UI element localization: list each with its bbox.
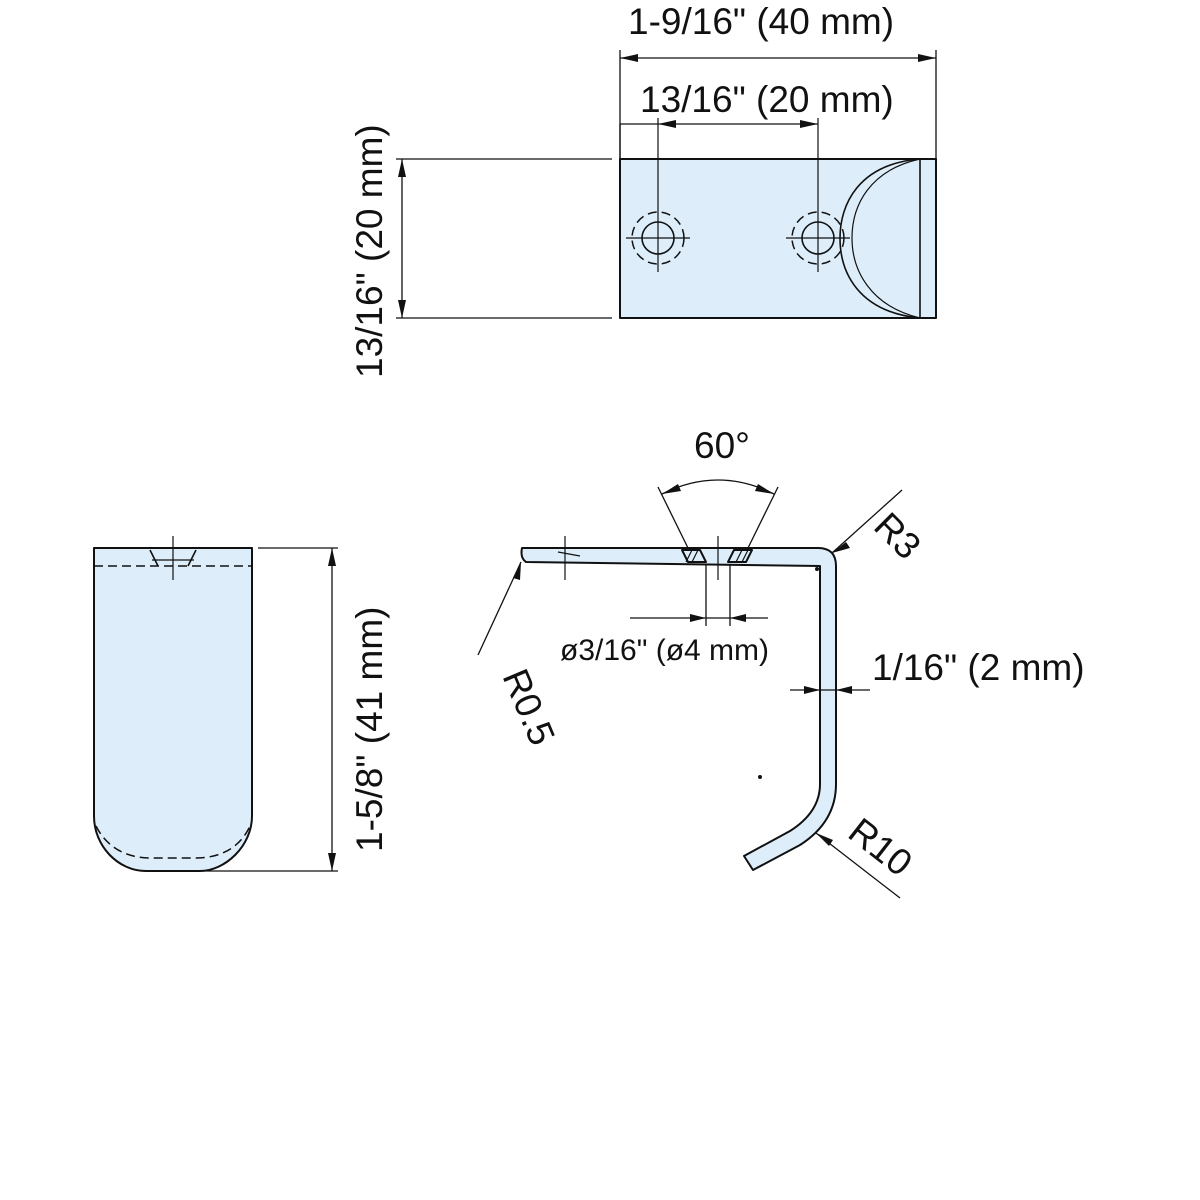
radius-corner-leader — [831, 489, 903, 554]
countersink-hatch — [681, 549, 753, 563]
hole-diameter-label: ø3/16" (ø4 mm) — [560, 634, 769, 667]
side-view: 1-5/8" (41 mm) — [93, 536, 390, 872]
thickness-label: 1/16" (2 mm) — [872, 647, 1085, 688]
overall-width-label: 1-9/16" (40 mm) — [628, 1, 894, 42]
radius-bend-label: R10 — [841, 810, 920, 884]
side-view-body — [93, 547, 253, 872]
profile-bracket — [520, 547, 837, 871]
radius-small-label: R0.5 — [495, 663, 563, 751]
length-label: 1-5/8" (41 mm) — [349, 607, 390, 852]
top-view-curved-edge-inner — [851, 158, 921, 319]
angle-label: 60° — [694, 425, 750, 466]
top-view: 1-9/16" (40 mm) 13/16" (20 mm) 13/16" (2… — [349, 1, 937, 378]
hole-spacing-label: 13/16" (20 mm) — [640, 79, 894, 120]
profile-view: 60° ø3/16" (ø4 mm) 1/16" (2 mm) R0.5 R3 … — [477, 425, 1085, 899]
height-label: 13/16" (20 mm) — [349, 124, 390, 378]
